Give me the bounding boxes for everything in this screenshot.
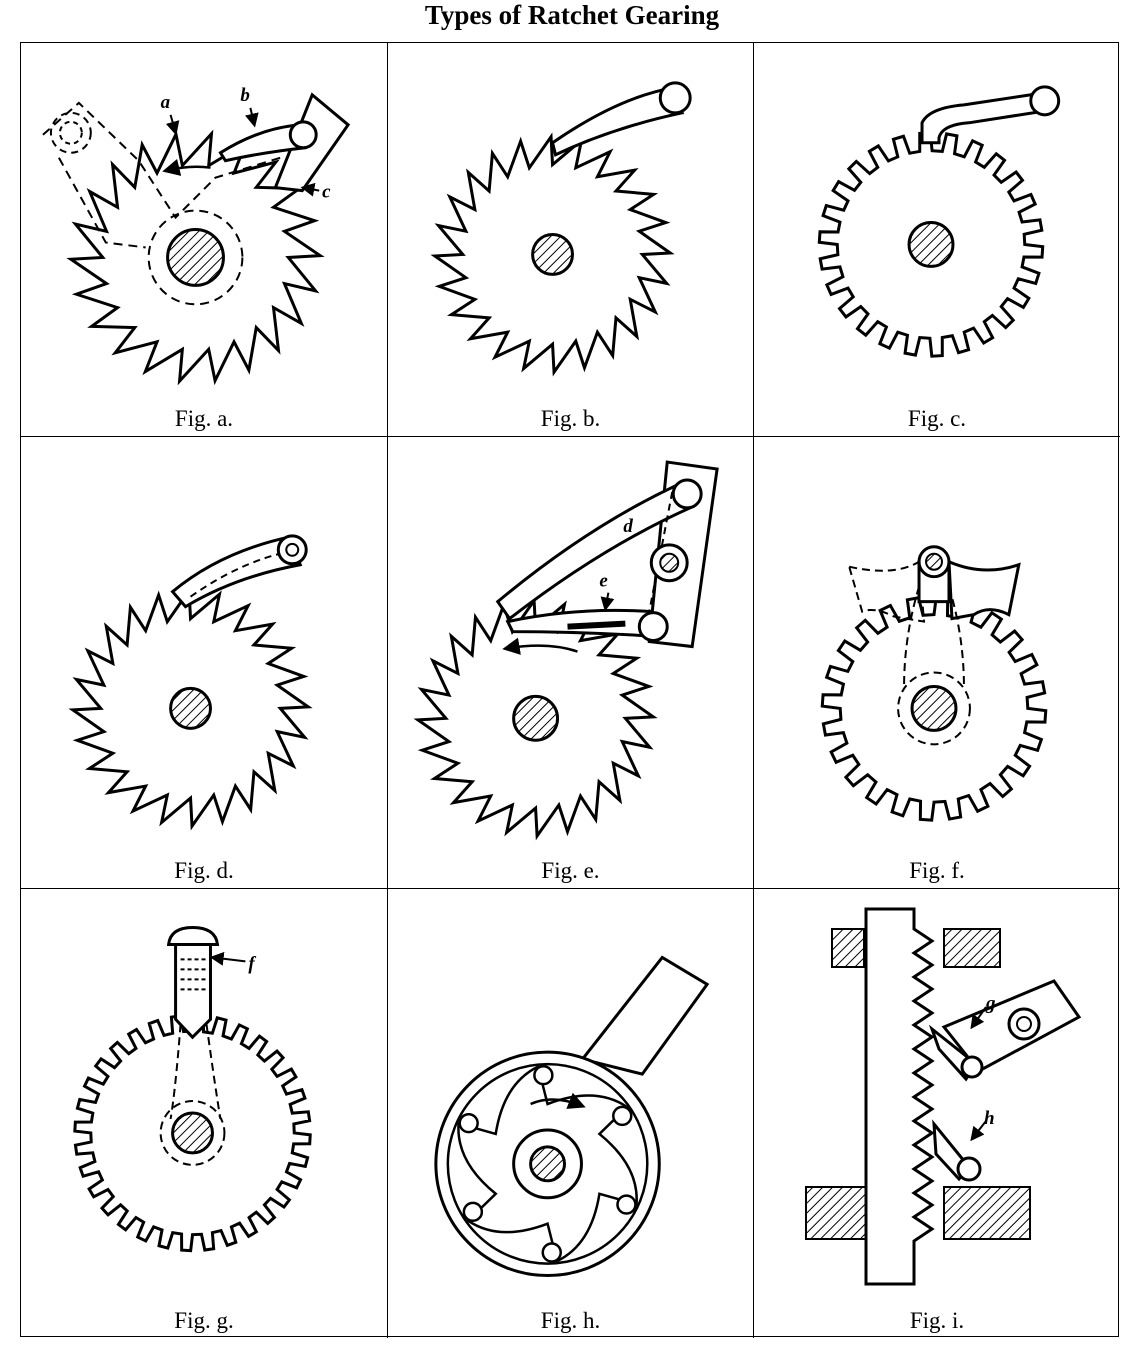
- roller: [612, 1105, 633, 1127]
- caption: Fig. a.: [174, 406, 234, 431]
- shaft: [169, 686, 212, 730]
- lever-hub-dashed: [897, 671, 971, 746]
- pawl: [920, 91, 1048, 145]
- lever-outline-dashed: [42, 101, 281, 220]
- figure-e-drawing: d e: [413, 460, 719, 841]
- roller: [458, 1112, 479, 1134]
- pawl-dashed: [847, 560, 926, 623]
- label-a: a: [161, 92, 171, 113]
- caption: Fig. e.: [541, 858, 600, 883]
- diagram-title: Types of Ratchet Gearing: [424, 0, 720, 30]
- figure-c: Fig. c.: [754, 43, 1120, 437]
- figure-g: f Fig. g.: [21, 889, 388, 1338]
- shaft: [512, 694, 560, 742]
- pawl-pivot: [658, 81, 692, 115]
- shaft: [171, 1111, 214, 1155]
- lever-hub-dashed: [159, 1100, 226, 1166]
- plunger-cap: [166, 926, 220, 946]
- caption: Fig. h.: [540, 1308, 601, 1333]
- roller: [533, 1064, 554, 1086]
- lower-guide-left: [805, 1186, 867, 1240]
- label-d: d: [623, 516, 633, 537]
- pivot-g: [1007, 1007, 1041, 1041]
- roller: [616, 1194, 637, 1215]
- figure-h: Fig. h.: [388, 889, 754, 1338]
- figure-c-drawing: [817, 85, 1061, 358]
- pivot-bottom: [637, 611, 669, 643]
- roller: [541, 1242, 562, 1263]
- figure-d-drawing: [68, 534, 313, 831]
- lever-handle: [579, 955, 710, 1076]
- figure-a-drawing: a b c: [42, 85, 351, 386]
- figure-a: a b c Fig. a.: [21, 43, 388, 437]
- shaft: [166, 228, 225, 287]
- rotation-arrow: [530, 1092, 586, 1109]
- upper-guide-left: [831, 928, 865, 968]
- pivot-h: [956, 1156, 982, 1182]
- figure-h-drawing: [434, 955, 710, 1278]
- lever-lower-dashed: [58, 157, 146, 249]
- label-c: c: [322, 182, 331, 203]
- label-b: b: [240, 85, 249, 106]
- label-f: f: [248, 953, 256, 974]
- caption: Fig. g.: [174, 1308, 234, 1333]
- inner-ring: [446, 1062, 649, 1265]
- pawl: [550, 86, 685, 157]
- caption: Fig. f.: [909, 858, 965, 883]
- label-e: e: [599, 571, 607, 592]
- pawl-pivot: [1029, 85, 1061, 117]
- spring-plunger: [174, 942, 212, 1040]
- shaft: [907, 221, 955, 268]
- double-pawl: [947, 559, 1021, 621]
- figure-f: Fig. f.: [754, 437, 1120, 889]
- upper-guide-right: [943, 928, 1001, 968]
- lower-guide-right: [943, 1186, 1031, 1240]
- rotation-arrow: [502, 637, 578, 655]
- toothed-rack: [864, 907, 935, 1286]
- roller-group: [458, 1064, 637, 1263]
- figure-i-drawing: g h: [805, 907, 1082, 1286]
- pawl-pivot: [288, 120, 318, 150]
- label-h: h: [984, 1108, 995, 1129]
- figure-f-drawing: [820, 545, 1048, 822]
- label-g: g: [985, 993, 996, 1014]
- caption: Fig. d.: [174, 858, 234, 883]
- figure-b-drawing: [430, 81, 692, 377]
- caption: Fig. i.: [909, 1308, 965, 1333]
- figure-b: Fig. b.: [388, 43, 754, 437]
- figure-g-drawing: f: [73, 926, 312, 1253]
- pawl: [170, 535, 303, 609]
- shaft: [910, 684, 958, 732]
- figure-grid: a b c Fig. a. Fig. b. Fig. c.: [20, 42, 1120, 1338]
- shaft: [531, 233, 574, 276]
- pivot-dashed: [49, 111, 92, 154]
- caption: Fig. b.: [540, 406, 601, 431]
- pivot-top: [671, 478, 703, 510]
- rotation-arrow: [162, 158, 211, 176]
- roller: [462, 1201, 484, 1223]
- lever-hub-dashed: [147, 209, 244, 306]
- figure-e: d e Fig. e.: [388, 437, 754, 889]
- caption: Fig. c.: [907, 406, 967, 431]
- shaft: [529, 1145, 567, 1183]
- figure-d: Fig. d.: [21, 437, 388, 889]
- figure-i: g h Fig. i.: [754, 889, 1120, 1338]
- pawl-pivot: [276, 534, 308, 566]
